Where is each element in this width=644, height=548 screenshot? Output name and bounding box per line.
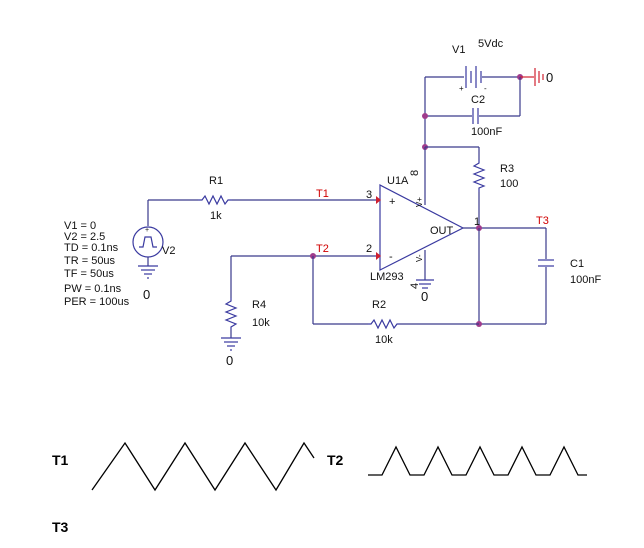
u1a-out: OUT: [430, 225, 454, 237]
waveform-t3: T3: [52, 519, 69, 535]
c1-capacitor: C1 100nF: [538, 228, 601, 324]
u1a-pin4: 4: [409, 283, 421, 289]
u1a-opamp: U1A LM293 OUT + - V+ V- 3 2 1 8 4: [366, 147, 480, 289]
c1-value: 100nF: [570, 274, 601, 286]
v1-ground-label: 0: [546, 70, 553, 85]
r4-ground: 0: [221, 337, 241, 368]
u1a-part: LM293: [370, 271, 404, 283]
v2-ground-label: 0: [143, 287, 150, 302]
u1a-ground: 0: [416, 279, 434, 304]
v2-param-0: V1 = 0: [64, 220, 96, 232]
v1-minus: -: [484, 84, 487, 93]
u1a-plus: +: [389, 196, 395, 208]
v2-parameters: V1 = 0 V2 = 2.5 TD = 0.1ns TR = 50us TF …: [64, 220, 130, 308]
r2-name: R2: [372, 299, 386, 311]
r3-name: R3: [500, 163, 514, 175]
waveform-t2: T2: [327, 445, 587, 476]
v2-name: V2: [162, 245, 175, 257]
r2-value: 10k: [375, 334, 393, 346]
v2-param-4: TF = 50us: [64, 268, 114, 280]
u1a-pin1: 1: [474, 216, 480, 228]
u1a-pin8: 8: [409, 170, 421, 176]
u1a-vplus: V+: [415, 197, 424, 207]
waveform-t1-label: T1: [52, 452, 69, 468]
c2-value: 100nF: [471, 126, 502, 138]
r3-resistor: R3 100: [472, 160, 518, 192]
v2-plus: +: [145, 227, 149, 234]
u1a-pin3: 3: [366, 189, 372, 201]
v1-value: 5Vdc: [478, 38, 504, 50]
v2-param-3: TR = 50us: [64, 255, 116, 267]
r1-name: R1: [209, 175, 223, 187]
net-t2: T2: [316, 243, 329, 255]
v2-param-6: PER = 100us: [64, 296, 130, 308]
v2-param-1: V2 = 2.5: [64, 231, 105, 243]
c1-name: C1: [570, 258, 584, 270]
net-t3: T3: [536, 215, 549, 227]
r1-resistor: R1 1k: [198, 175, 232, 222]
r4-resistor: R4 10k: [224, 298, 270, 330]
waveform-t1: T1: [52, 441, 315, 492]
c2-capacitor: C2 100nF: [425, 94, 520, 138]
waveform-t2-label: T2: [327, 452, 344, 468]
c2-name: C2: [471, 94, 485, 106]
waveform-t3-label: T3: [52, 519, 69, 535]
v1-name: V1: [452, 44, 465, 56]
u1a-ground-label: 0: [421, 289, 428, 304]
u1a-name: U1A: [387, 175, 409, 187]
r4-name: R4: [252, 299, 266, 311]
u1a-minus: -: [389, 251, 393, 263]
r1-value: 1k: [210, 210, 222, 222]
v2-param-5: PW = 0.1ns: [64, 283, 122, 295]
v2-ground: 0: [138, 265, 158, 302]
v1-plus: +: [459, 84, 464, 93]
v1-battery: V1 5Vdc + -: [425, 38, 520, 93]
u1a-vminus: V-: [415, 254, 424, 262]
r2-resistor: R2 10k: [368, 299, 400, 346]
r3-value: 100: [500, 178, 518, 190]
r4-value: 10k: [252, 317, 270, 329]
v1-ground: 0: [520, 68, 553, 86]
r4-ground-label: 0: [226, 353, 233, 368]
net-t1: T1: [316, 188, 329, 200]
v2-pulse-source: + V2: [132, 226, 175, 258]
v2-param-2: TD = 0.1ns: [64, 242, 119, 254]
u1a-pin2: 2: [366, 243, 372, 255]
